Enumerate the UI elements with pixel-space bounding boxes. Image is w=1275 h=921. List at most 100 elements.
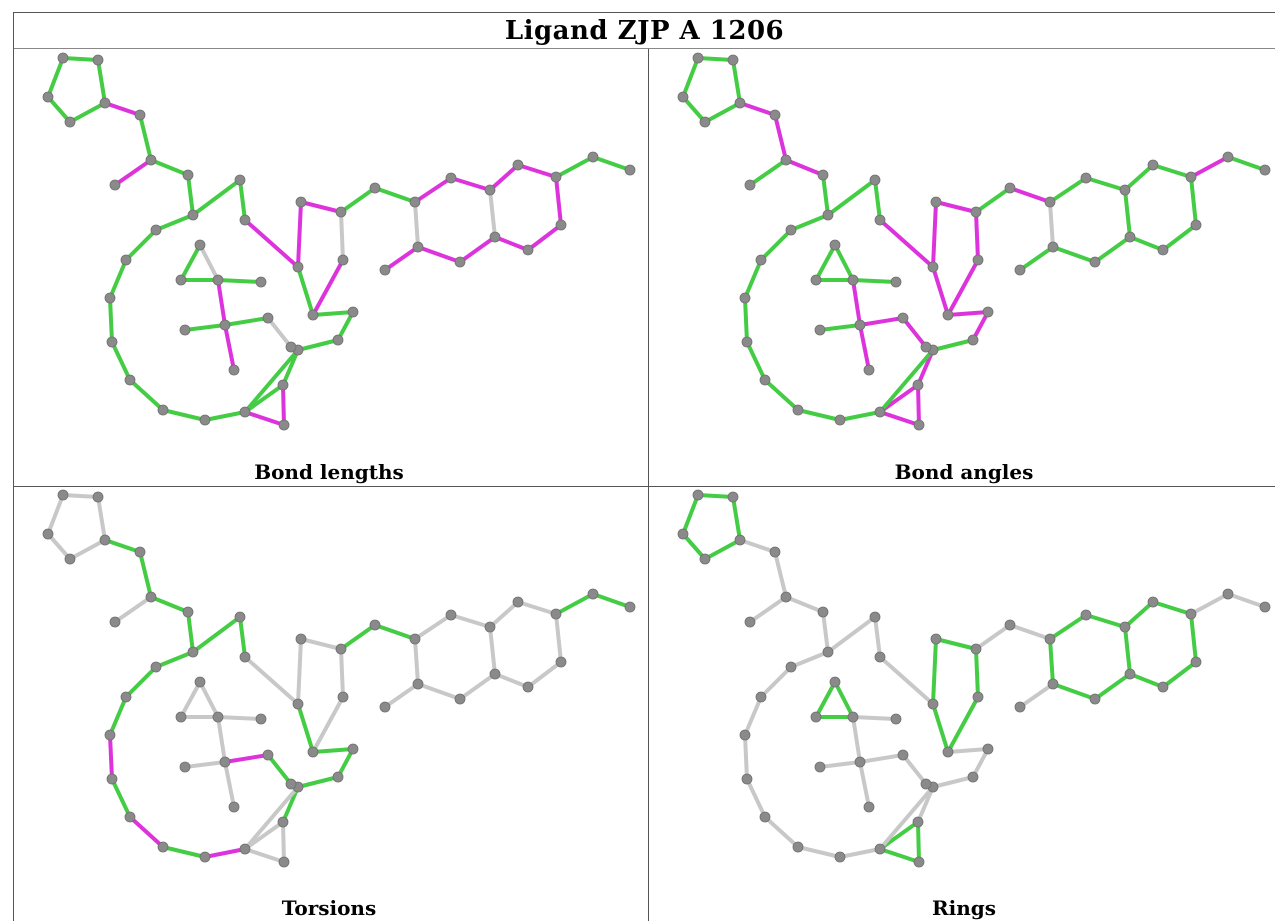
atom-38: [1014, 701, 1026, 713]
bond-38: [1084, 613, 1127, 629]
atom-2: [92, 54, 104, 66]
bond-59: [901, 753, 928, 786]
atom-14: [104, 292, 116, 304]
bond-18: [161, 408, 207, 422]
bond-58: [223, 316, 270, 327]
atom-32: [1044, 196, 1056, 208]
atom-10: [869, 611, 881, 623]
atom-31: [1004, 619, 1016, 631]
atom-49: [219, 756, 231, 768]
bond-10: [191, 178, 242, 217]
bond-49: [526, 660, 563, 689]
atom-35: [489, 231, 501, 243]
atom-13: [120, 691, 132, 703]
atom-49: [854, 319, 866, 331]
atom-43: [555, 656, 567, 668]
atom-31: [1004, 182, 1016, 194]
atom-42: [1259, 601, 1271, 613]
atom-20: [278, 856, 290, 868]
bond-51: [179, 680, 202, 719]
bond-19: [838, 847, 882, 859]
bond-3: [68, 538, 107, 561]
atom-31: [369, 182, 381, 194]
atom-51: [228, 364, 240, 376]
bond-15: [743, 733, 749, 781]
atom-4: [64, 116, 76, 128]
atom-41: [587, 151, 599, 163]
bond-2: [96, 58, 107, 105]
bond-59: [901, 316, 928, 349]
atom-35: [1124, 231, 1136, 243]
atom-17: [157, 404, 169, 416]
atom-7: [744, 179, 756, 191]
center-divider: [648, 49, 649, 921]
atom-45: [194, 676, 206, 688]
atom-43: [1190, 656, 1202, 668]
atom-49: [219, 319, 231, 331]
bond-33: [946, 747, 990, 754]
atom-0: [677, 91, 689, 103]
bond-1: [696, 493, 735, 499]
atom-43: [1190, 219, 1202, 231]
atom-14: [104, 729, 116, 741]
bond-45: [516, 600, 558, 616]
atom-34: [1119, 621, 1131, 633]
atom-4: [699, 116, 711, 128]
bond-11: [238, 615, 247, 659]
bond-48: [554, 175, 563, 227]
bond-6: [138, 550, 153, 599]
bond-4: [46, 532, 72, 561]
atom-19: [874, 843, 886, 855]
bond-11: [873, 178, 882, 222]
bond-42: [413, 637, 420, 686]
atom-11: [239, 214, 251, 226]
bond-0: [46, 56, 65, 99]
atom-30: [337, 254, 349, 266]
atom-21: [912, 816, 924, 828]
panel-bond-lengths: [14, 50, 648, 460]
atom-12: [785, 661, 797, 673]
bond-16: [745, 340, 767, 382]
panel-torsions: [14, 487, 648, 897]
atom-15: [106, 773, 118, 785]
bond-3: [703, 101, 742, 124]
bond-30: [974, 647, 980, 699]
bond-47: [1226, 155, 1267, 172]
atom-26: [347, 306, 359, 318]
atom-23: [920, 778, 932, 790]
bond-26: [931, 338, 975, 352]
bond-10: [826, 615, 877, 654]
bond-37: [413, 613, 453, 641]
bond-13: [759, 228, 793, 262]
bond-21: [281, 820, 286, 864]
atom-14: [739, 729, 751, 741]
bond-43: [383, 245, 420, 272]
bond-19: [838, 410, 882, 422]
atom-40: [1185, 608, 1197, 620]
atom-30: [337, 691, 349, 703]
title-bar: Ligand ZJP A 1206: [13, 12, 1275, 49]
bond-9: [186, 610, 195, 654]
atom-42: [624, 164, 636, 176]
bond-39: [488, 188, 497, 239]
atom-19: [239, 843, 251, 855]
bond-53: [198, 243, 220, 282]
atom-34: [484, 184, 496, 196]
atom-29: [335, 643, 347, 655]
bond-5: [103, 538, 142, 554]
caption-rings: Rings: [931, 896, 996, 920]
bond-43: [383, 682, 420, 709]
bond-32: [296, 702, 315, 754]
atom-16: [759, 374, 771, 386]
bond-59: [266, 753, 293, 786]
atom-48: [255, 713, 267, 725]
bond-53: [833, 680, 855, 719]
bond-28: [296, 637, 303, 706]
bond-46: [554, 592, 595, 616]
atom-37: [1047, 241, 1059, 253]
bond-37: [1048, 613, 1088, 641]
bond-41: [416, 245, 462, 264]
bond-12: [154, 650, 195, 669]
bond-45: [516, 163, 558, 179]
atom-26: [982, 743, 994, 755]
